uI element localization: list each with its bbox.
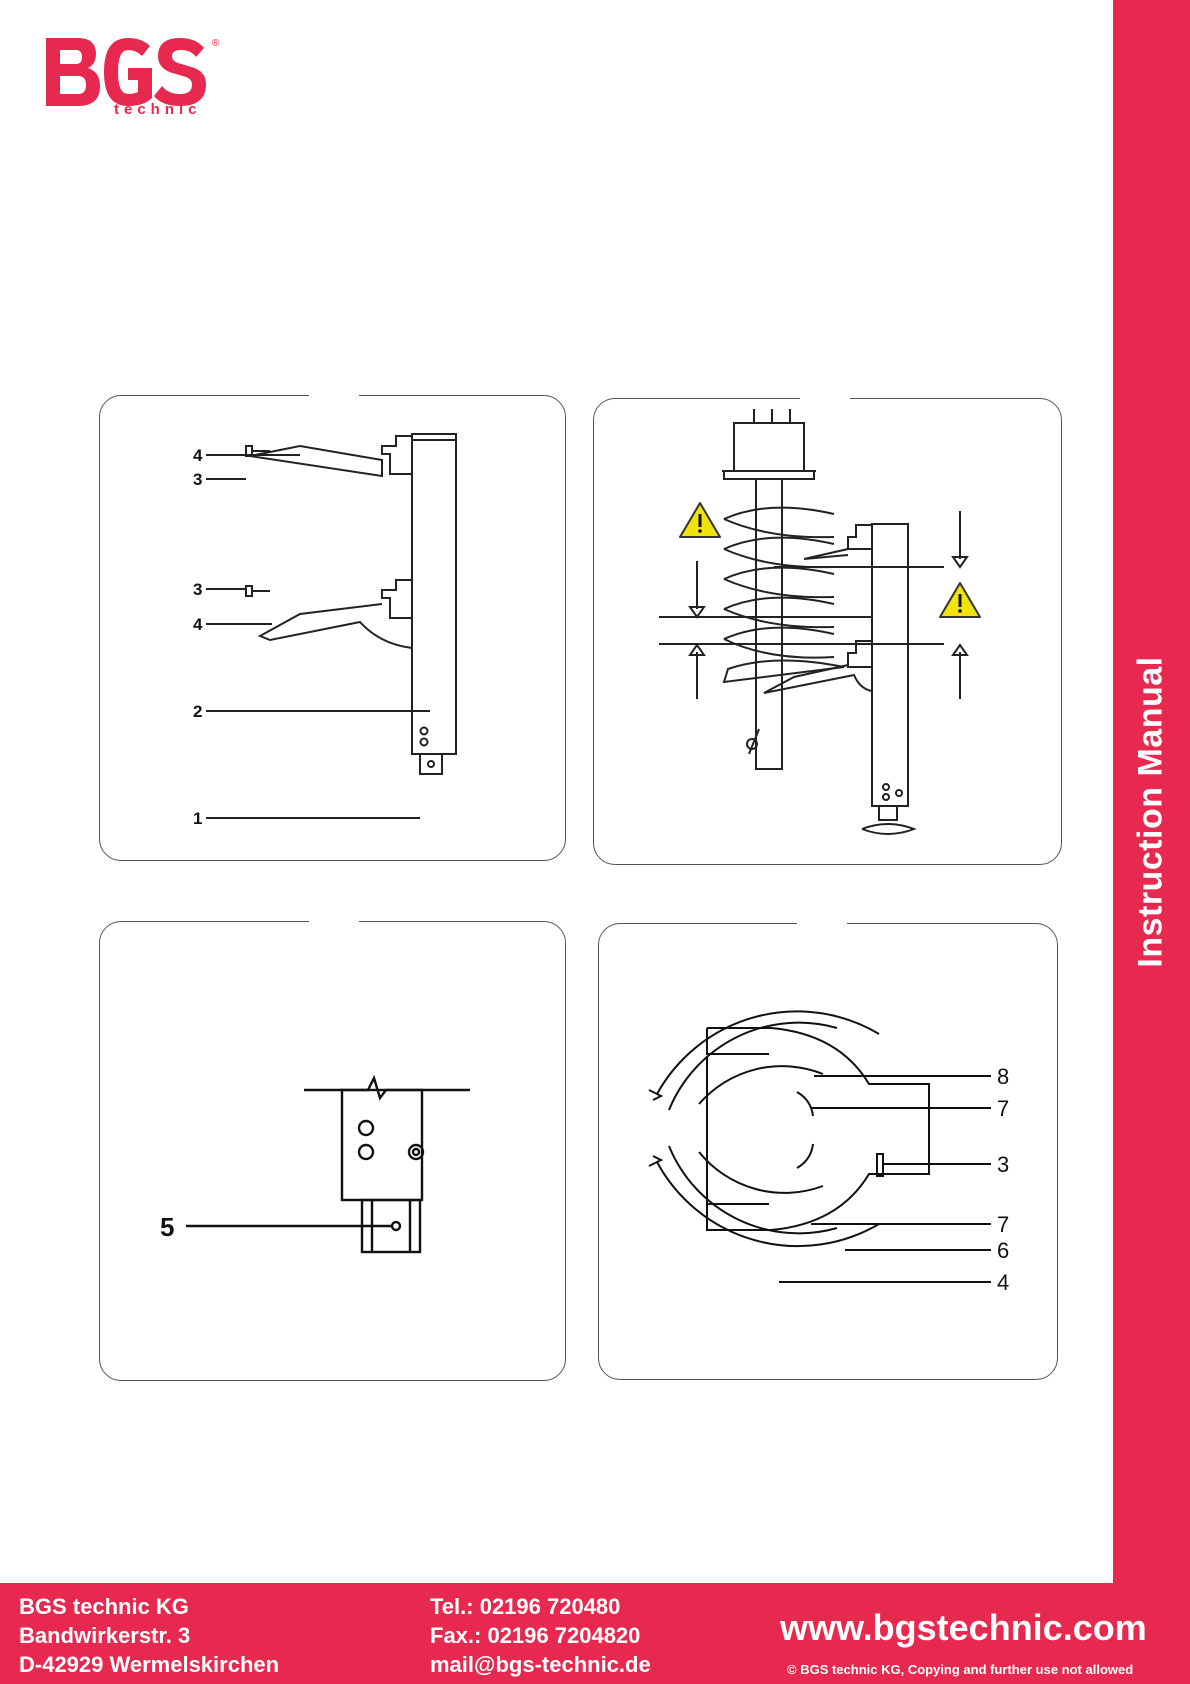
footer-fax: Fax.: 02196 7204820 — [430, 1623, 640, 1649]
bgs-technic-logo: ® technic — [44, 34, 224, 120]
footer-tel: Tel.: 02196 720480 — [430, 1594, 620, 1620]
fig4-callout-7-top: 7 — [997, 1096, 1009, 1121]
figure-1-panel: 4 3 3 4 2 1 — [99, 395, 566, 861]
registered-mark: ® — [212, 38, 220, 49]
warning-icon-left — [680, 503, 720, 537]
figure-3-panel: 5 — [99, 921, 566, 1381]
fig1-callout-4-bottom: 4 — [193, 615, 203, 634]
fig4-callout-4: 4 — [997, 1270, 1009, 1295]
figure-4-frame-gap — [797, 921, 847, 927]
footer-mail-link[interactable]: mail@bgs-technic.de — [430, 1652, 651, 1678]
figure-3-drawing: 5 — [100, 922, 565, 1380]
figure-1-drawing: 4 3 3 4 2 1 — [100, 396, 565, 860]
fig1-callout-2: 2 — [193, 702, 202, 721]
figure-2-frame-gap — [800, 396, 850, 402]
footer-band: BGS technic KG Bandwirkerstr. 3 D-42929 … — [0, 1583, 1190, 1684]
logo-subtitle: technic — [114, 101, 202, 118]
figure-4-panel: 8 7 3 7 6 4 — [598, 923, 1058, 1380]
sidebar-title: Instruction Manual — [1132, 656, 1171, 967]
figure-2-drawing — [594, 399, 1061, 864]
fig4-callout-8: 8 — [997, 1064, 1009, 1089]
figure-4-drawing: 8 7 3 7 6 4 — [599, 924, 1057, 1379]
figure-2-panel — [593, 398, 1062, 865]
fig1-callout-4-top: 4 — [193, 446, 203, 465]
fig1-callout-1: 1 — [193, 809, 202, 828]
footer-city: D-42929 Wermelskirchen — [19, 1652, 279, 1678]
fig3-callout-5: 5 — [160, 1212, 174, 1242]
fig4-callout-7-bottom: 7 — [997, 1212, 1009, 1237]
figure-1-frame-gap — [309, 393, 359, 399]
fig1-callout-3-top: 3 — [193, 470, 202, 489]
footer-website-link[interactable]: www.bgstechnic.com — [780, 1607, 1147, 1649]
figure-3-frame-gap — [309, 919, 359, 925]
fig4-callout-3: 3 — [997, 1152, 1009, 1177]
footer-company: BGS technic KG — [19, 1594, 189, 1620]
warning-icon-right — [940, 583, 980, 617]
fig1-callout-3-bottom: 3 — [193, 580, 202, 599]
footer-copyright: © BGS technic KG, Copying and further us… — [787, 1662, 1133, 1677]
fig4-callout-6: 6 — [997, 1238, 1009, 1263]
footer-street: Bandwirkerstr. 3 — [19, 1623, 190, 1649]
